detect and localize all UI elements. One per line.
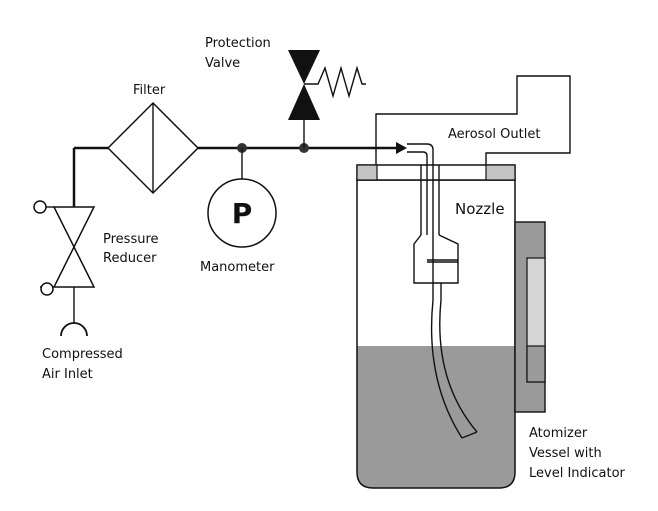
liquid-level bbox=[357, 346, 515, 488]
level-indicator bbox=[514, 221, 546, 413]
pressure-reducer-symbol bbox=[33, 200, 96, 318]
manometer-symbol: P bbox=[207, 178, 277, 248]
air-inlet-label-1: Compressed bbox=[42, 347, 123, 362]
atomizer-vessel bbox=[356, 164, 516, 489]
vessel-body bbox=[356, 179, 516, 489]
protection-valve-label-2: Valve bbox=[205, 56, 240, 71]
manometer-label: Manometer bbox=[200, 260, 275, 275]
filter-symbol bbox=[106, 101, 200, 195]
pressure-reducer-label-1: Pressure bbox=[103, 232, 159, 247]
aerosol-outlet-label: Aerosol Outlet bbox=[448, 127, 540, 142]
protection-valve-symbol bbox=[288, 50, 366, 120]
filter-label: Filter bbox=[133, 83, 166, 98]
aerosol-outlet-duct bbox=[375, 75, 571, 165]
atomizer-vessel-label-1: Atomizer bbox=[529, 426, 588, 441]
level-indicator-liquid bbox=[526, 345, 546, 383]
atomizer-vessel-label-2: Vessel with bbox=[529, 446, 602, 461]
nozzle-label: Nozzle bbox=[455, 200, 505, 218]
atomizer-vessel-label-3: Level Indicator bbox=[529, 466, 626, 481]
protection-valve-label-1: Protection bbox=[205, 36, 271, 51]
air-inlet-symbol bbox=[60, 318, 88, 337]
lid-cap-left bbox=[356, 164, 378, 181]
flow-arrow-icon bbox=[396, 142, 407, 154]
manometer-p-label: P bbox=[232, 197, 253, 230]
air-inlet-label-2: Air Inlet bbox=[42, 367, 93, 382]
air-supply-pipe bbox=[72, 120, 407, 207]
pressure-reducer-label-2: Reducer bbox=[103, 251, 157, 266]
lid-cap-right bbox=[485, 164, 516, 181]
nozzle-assembly bbox=[407, 143, 478, 439]
